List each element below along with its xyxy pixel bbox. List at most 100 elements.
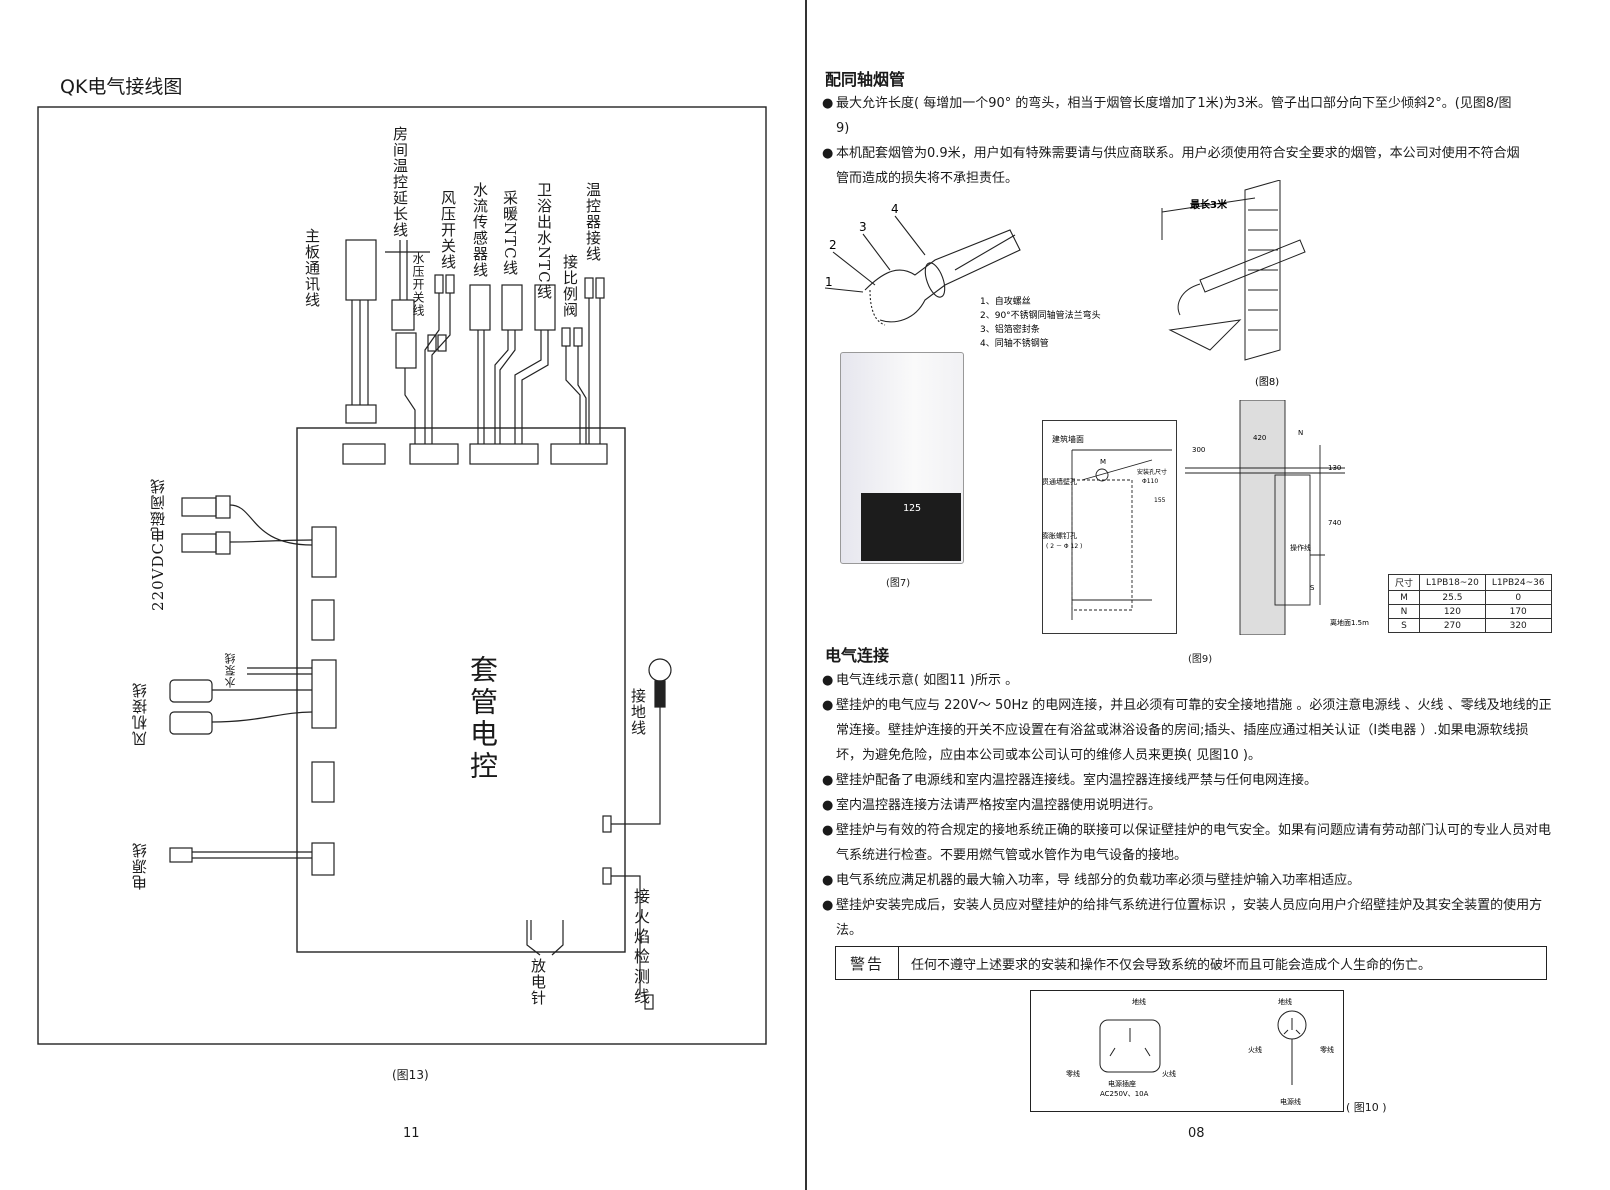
bullet-icon: ● bbox=[822, 898, 834, 913]
fig9-wall-template: 建筑墙面 贯通墙壁孔 M 安装孔尺寸 Φ110 155 膨胀螺钉孔 ( 2 － … bbox=[1042, 420, 1177, 634]
bullet-icon: ● bbox=[822, 873, 834, 888]
label-heating-ntc: 采暖NTC线 bbox=[501, 190, 519, 276]
label-power: 电源线 bbox=[131, 842, 149, 890]
fig9-size-table: 尺寸 L1PB18~20 L1PB24~36 M 25.5 0 N 120 17… bbox=[1387, 574, 1552, 633]
size-table-header: L1PB24~36 bbox=[1484, 574, 1552, 591]
bullet-icon: ● bbox=[822, 96, 834, 111]
electrical-bullet: ●壁挂炉安装完成后，安装人员应对壁挂炉的给排气系统进行位置标识 ，安装人员应向用… bbox=[822, 893, 1552, 943]
boiler-control-panel: 125 bbox=[861, 493, 961, 561]
boiler-illustration: 125 bbox=[840, 352, 964, 564]
fig10-illustration: 地线 零线 火线 电源插座 AC250V、10A 地线 火线 零线 电源线 bbox=[1066, 997, 1334, 1106]
fig8-illustration: 最长3米 (图8) bbox=[1161, 180, 1306, 388]
label-flame-detect: 接火焰检测线 bbox=[631, 888, 650, 1008]
fig9-section: 300 420 N 130 740 操作线 S 离地面1.5m bbox=[1185, 400, 1369, 635]
size-table-cell: N bbox=[1387, 604, 1421, 619]
wiring-diagram bbox=[37, 106, 767, 1045]
right-page-number: 08 bbox=[1188, 1126, 1205, 1141]
label-ignition-needle: 放电针 bbox=[529, 958, 547, 1006]
electrical-bullets: ●电气连线示意( 如图11 )所示 。 ●壁挂炉的电气应与 220V～ 50Hz… bbox=[822, 668, 1552, 943]
label-bath-ntc: 卫浴出水NTC线 bbox=[535, 182, 553, 300]
bullet-icon: ● bbox=[822, 673, 834, 688]
plug-cord: 电源线 bbox=[1280, 1097, 1301, 1106]
fig9-dim-420: 420 bbox=[1253, 434, 1266, 442]
label-fan: 风机接线 bbox=[131, 682, 149, 746]
fig9-dim-300: 300 bbox=[1192, 446, 1205, 454]
label-main-comm: 主板通讯线 bbox=[303, 228, 321, 308]
label-proportional-valve: 接比例阀 bbox=[561, 254, 579, 318]
part-4-num: 4 bbox=[891, 202, 899, 216]
part-3-num: 3 bbox=[859, 220, 867, 234]
size-table-cell: 120 bbox=[1419, 604, 1486, 619]
warning-text: 任何不遵守上述要求的安装和操作不仅会导致系统的破坏而且可能会造成个人生命的伤亡。 bbox=[911, 957, 1432, 973]
flue-bullets: ●最大允许长度( 每增加一个90° 的弯头，相当于烟管长度增加了1米)为3米。管… bbox=[822, 91, 1522, 191]
fig9-ground-dist: 离地面1.5m bbox=[1330, 618, 1369, 627]
flue-bullet: ●最大允许长度( 每增加一个90° 的弯头，相当于烟管长度增加了1米)为3米。管… bbox=[822, 91, 1522, 141]
size-table-cell: M bbox=[1387, 590, 1421, 605]
fig9-s-label: S bbox=[1310, 584, 1315, 592]
socket-live: 火线 bbox=[1162, 1069, 1176, 1078]
socket-ground: 地线 bbox=[1132, 997, 1146, 1006]
size-table-header: 尺寸 bbox=[1387, 574, 1421, 591]
electrical-bullet: ●壁挂炉的电气应与 220V～ 50Hz 的电网连接，并且必须有可靠的安全接地措… bbox=[822, 693, 1552, 768]
fig9-caption: (图9) bbox=[1188, 654, 1213, 665]
socket-neutral: 零线 bbox=[1066, 1069, 1080, 1078]
fig9-hole-dia: Φ110 bbox=[1142, 478, 1158, 485]
board-label: 套管电控 bbox=[466, 655, 499, 783]
label-water-pump: 水泵线 bbox=[224, 652, 237, 688]
fig10-frame bbox=[1030, 990, 1344, 1112]
socket-name: 电源插座 bbox=[1108, 1079, 1136, 1088]
fig9-bolt-label: 膨胀螺钉孔 bbox=[1042, 531, 1077, 540]
electrical-bullet: ●室内温控器连接方法请严格按室内温控器使用说明进行。 bbox=[822, 793, 1552, 818]
fig9-wall-label: 建筑墙面 bbox=[1052, 434, 1084, 444]
part-2-num: 2 bbox=[829, 238, 837, 252]
fig8-max-label: 最长3米 bbox=[1190, 198, 1228, 211]
size-table-header: L1PB18~20 bbox=[1419, 574, 1486, 591]
label-room-thermo-ext: 房间温控延长线 bbox=[391, 126, 409, 238]
fig9-m-label: M bbox=[1100, 458, 1106, 466]
bullet-icon: ● bbox=[822, 698, 834, 713]
boiler-display: 125 bbox=[903, 503, 922, 514]
size-table-cell: 170 bbox=[1484, 604, 1552, 619]
size-table-cell: S bbox=[1387, 618, 1421, 633]
flue-bullet: ●本机配套烟管为0.9米，用户如有特殊需要请与供应商联系。用户必须使用符合安全要… bbox=[822, 141, 1522, 191]
socket-spec: AC250V、10A bbox=[1100, 1090, 1149, 1098]
fig13-caption: (图13) bbox=[392, 1068, 429, 1082]
bullet-icon: ● bbox=[822, 146, 834, 161]
part-legend-3: 3、铝箔密封条 bbox=[980, 323, 1040, 335]
fig10-caption: ( 图10 ) bbox=[1346, 1101, 1387, 1114]
label-thermostat: 温控器接线 bbox=[584, 182, 602, 262]
warning-label: 警告 bbox=[836, 947, 899, 979]
label-solenoid-valve: 220VDC电磁阀线 bbox=[149, 478, 167, 611]
size-table-cell: 270 bbox=[1419, 618, 1486, 633]
fig9-op-label: 操作线 bbox=[1290, 543, 1311, 552]
electrical-bullet: ●电气系统应满足机器的最大输入功率，导 线部分的负载功率必须与壁挂炉输入功率相适… bbox=[822, 868, 1552, 893]
electrical-bullet: ●电气连线示意( 如图11 )所示 。 bbox=[822, 668, 1552, 693]
bullet-icon: ● bbox=[822, 798, 834, 813]
electrical-bullet: ●壁挂炉配备了电源线和室内温控器连接线。室内温控器连接线严禁与任何电网连接。 bbox=[822, 768, 1552, 793]
page-divider bbox=[805, 0, 807, 1190]
fig7-caption: (图7) bbox=[886, 578, 911, 589]
size-table-cell: 0 bbox=[1484, 590, 1552, 605]
part-legend-1: 1、自攻螺丝 bbox=[980, 295, 1031, 307]
fig9-dim-130: 130 bbox=[1328, 464, 1341, 472]
fig9-hole-label: 贯通墙壁孔 bbox=[1042, 477, 1077, 486]
plug-neutral: 零线 bbox=[1320, 1045, 1334, 1054]
section-electrical-title: 电气连接 bbox=[825, 646, 890, 665]
fig9-bolt-spec: ( 2 － Φ 12 ) bbox=[1046, 543, 1082, 550]
left-page-title: QK电气接线图 bbox=[60, 76, 183, 98]
fig9-hole-size: 安装孔尺寸 bbox=[1137, 468, 1167, 476]
label-flow-sensor: 水流传感器线 bbox=[471, 182, 489, 278]
part-1-num: 1 bbox=[825, 275, 833, 289]
section-flue-title: 配同轴烟管 bbox=[825, 70, 906, 89]
label-water-pressure: 水压开关线 bbox=[411, 252, 425, 317]
warning-box: 警告 任何不遵守上述要求的安装和操作不仅会导致系统的破坏而且可能会造成个人生命的… bbox=[835, 946, 1547, 980]
fig9-dim-740: 740 bbox=[1328, 519, 1341, 527]
size-table-cell: 320 bbox=[1484, 618, 1552, 633]
left-page-number: 11 bbox=[403, 1126, 420, 1141]
bullet-icon: ● bbox=[822, 773, 834, 788]
size-table-cell: 25.5 bbox=[1419, 590, 1486, 605]
plug-ground: 地线 bbox=[1278, 997, 1292, 1006]
part-legend-4: 4、同轴不锈钢管 bbox=[980, 337, 1049, 349]
electrical-bullet: ●壁挂炉与有效的符合规定的接地系统正确的联接可以保证壁挂炉的电气安全。如果有问题… bbox=[822, 818, 1552, 868]
part-legend-2: 2、90°不锈钢同轴管法兰弯头 bbox=[980, 309, 1101, 321]
